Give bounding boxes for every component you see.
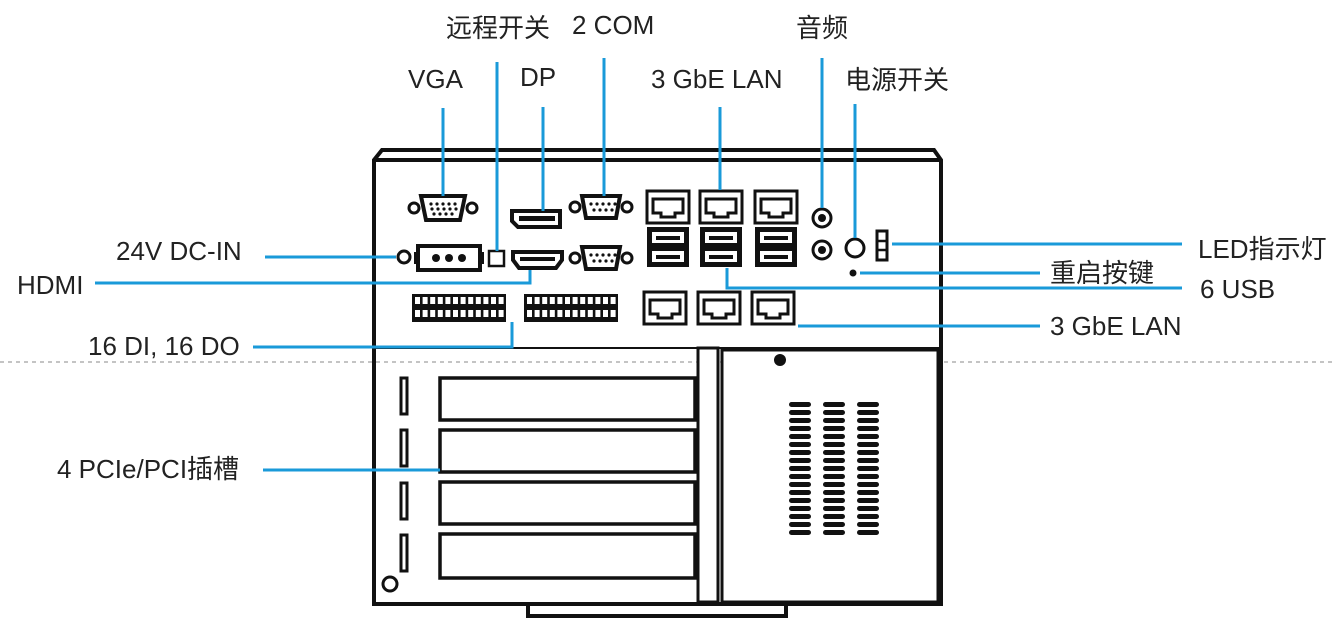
label-hdmi: HDMI: [17, 270, 84, 300]
vga-port: [407, 194, 479, 222]
com-port-2: [568, 245, 634, 271]
usb-stack-3: [755, 227, 797, 267]
dio-block-right: [524, 294, 618, 322]
label-audio: 音频: [796, 13, 849, 43]
leader-lines: [95, 58, 1182, 472]
dc-in-port: [396, 244, 484, 272]
dio-block-left: [412, 294, 506, 322]
displayport: [510, 209, 562, 229]
lan-ports-top: [645, 189, 799, 225]
usb-ports: [647, 227, 797, 267]
led-indicators: [875, 229, 889, 262]
label-vga: VGA: [408, 64, 463, 94]
label-lan-bottom: 3 GbE LAN: [1050, 311, 1182, 341]
power-button: [844, 237, 866, 259]
label-dp: DP: [520, 62, 557, 92]
label-usb: 6 USB: [1200, 274, 1276, 304]
audio-jacks: [811, 207, 833, 261]
dio-terminals: [412, 294, 618, 322]
chassis: [372, 148, 943, 618]
label-dio: 16 DI, 16 DO: [88, 331, 240, 361]
label-led: LED指示灯: [1198, 234, 1327, 264]
lan-port-bottom-1: [642, 290, 688, 326]
lan-port-bottom-3: [750, 290, 796, 326]
remote-switch: [487, 249, 506, 268]
usb-stack-2: [700, 227, 742, 267]
label-reset: 重启按键: [1050, 258, 1155, 288]
lan-port-top-3: [753, 189, 799, 225]
hdmi-port: [511, 250, 564, 270]
label-pcie: 4 PCIe/PCI插槽: [57, 454, 240, 484]
label-remote-switch: 远程开关: [446, 13, 551, 43]
label-power-switch: 电源开关: [845, 65, 950, 95]
lan-port-top-2: [698, 189, 744, 225]
ventilation-grille: [789, 402, 879, 535]
lan-port-bottom-2: [696, 290, 742, 326]
label-lan-top: 3 GbE LAN: [651, 64, 783, 94]
pcie-slots: [381, 376, 697, 593]
lan-port-top-1: [645, 189, 691, 225]
label-com: 2 COM: [572, 10, 655, 40]
reset-button: [849, 269, 857, 277]
lan-ports-bottom: [642, 290, 796, 326]
label-dc-in: 24V DC-IN: [116, 236, 242, 266]
com-port-1: [568, 194, 634, 220]
usb-stack-1: [647, 227, 689, 267]
